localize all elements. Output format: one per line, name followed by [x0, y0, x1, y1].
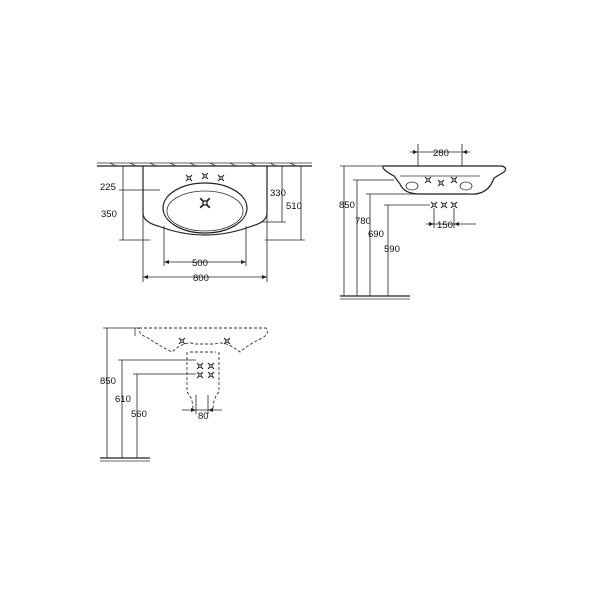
- dim-690: 690: [366, 193, 420, 296]
- dim-560: 560: [131, 373, 196, 458]
- top-view: 225 350 330 510 500: [97, 162, 312, 284]
- dim-500-label: 500: [192, 258, 208, 269]
- dim-850-front: 850: [100, 327, 139, 458]
- side-view-floor: [340, 295, 410, 300]
- dim-850-side-label: 850: [339, 200, 355, 211]
- dim-560-label: 560: [131, 409, 147, 420]
- dim-800-label: 800: [193, 273, 209, 284]
- dim-510: 510: [265, 166, 305, 241]
- dim-850-front-label: 850: [100, 376, 116, 387]
- dim-610: 610: [115, 359, 196, 458]
- dim-350-label: 350: [101, 209, 117, 220]
- dim-610-label: 610: [115, 394, 131, 405]
- top-view-basin-outline: [142, 166, 268, 236]
- dim-780-label: 780: [355, 216, 371, 227]
- dim-330-label: 330: [270, 188, 286, 199]
- dim-80: 80: [182, 395, 222, 422]
- dim-590: 590: [384, 204, 430, 296]
- front-view-pedestal: [186, 352, 220, 411]
- dim-225: 225: [100, 166, 160, 193]
- dim-850-side: 850: [339, 165, 383, 296]
- front-view-basin: [138, 327, 268, 353]
- dim-690-label: 690: [368, 229, 384, 240]
- dim-800: 800: [142, 213, 268, 284]
- dim-280: 280: [410, 144, 470, 166]
- dim-225-label: 225: [100, 182, 116, 193]
- side-view-basin-profile: [382, 165, 507, 195]
- side-view-supply-taps: [430, 201, 458, 209]
- top-view-wall: [97, 162, 312, 167]
- dim-330: 330: [262, 166, 286, 223]
- top-view-taps: [185, 172, 225, 182]
- top-view-drain: [199, 197, 211, 209]
- dim-510-label: 510: [286, 201, 302, 212]
- front-view-floor: [100, 457, 150, 462]
- side-view: 280 850 780 690 590: [339, 144, 507, 300]
- dim-80-label: 80: [198, 411, 209, 422]
- dim-150-label: 150: [437, 220, 453, 231]
- dim-590-label: 590: [384, 244, 400, 255]
- front-view: 850 610 560 80: [100, 327, 268, 462]
- dim-780: 780: [353, 179, 394, 296]
- dim-350: 350: [101, 190, 150, 241]
- dim-150: 150: [426, 208, 476, 231]
- front-view-supply-taps: [196, 362, 215, 379]
- side-view-taps: [424, 176, 458, 187]
- dim-500: 500: [163, 226, 247, 269]
- top-view-bowl: [162, 182, 248, 234]
- dim-280-label: 280: [433, 148, 449, 159]
